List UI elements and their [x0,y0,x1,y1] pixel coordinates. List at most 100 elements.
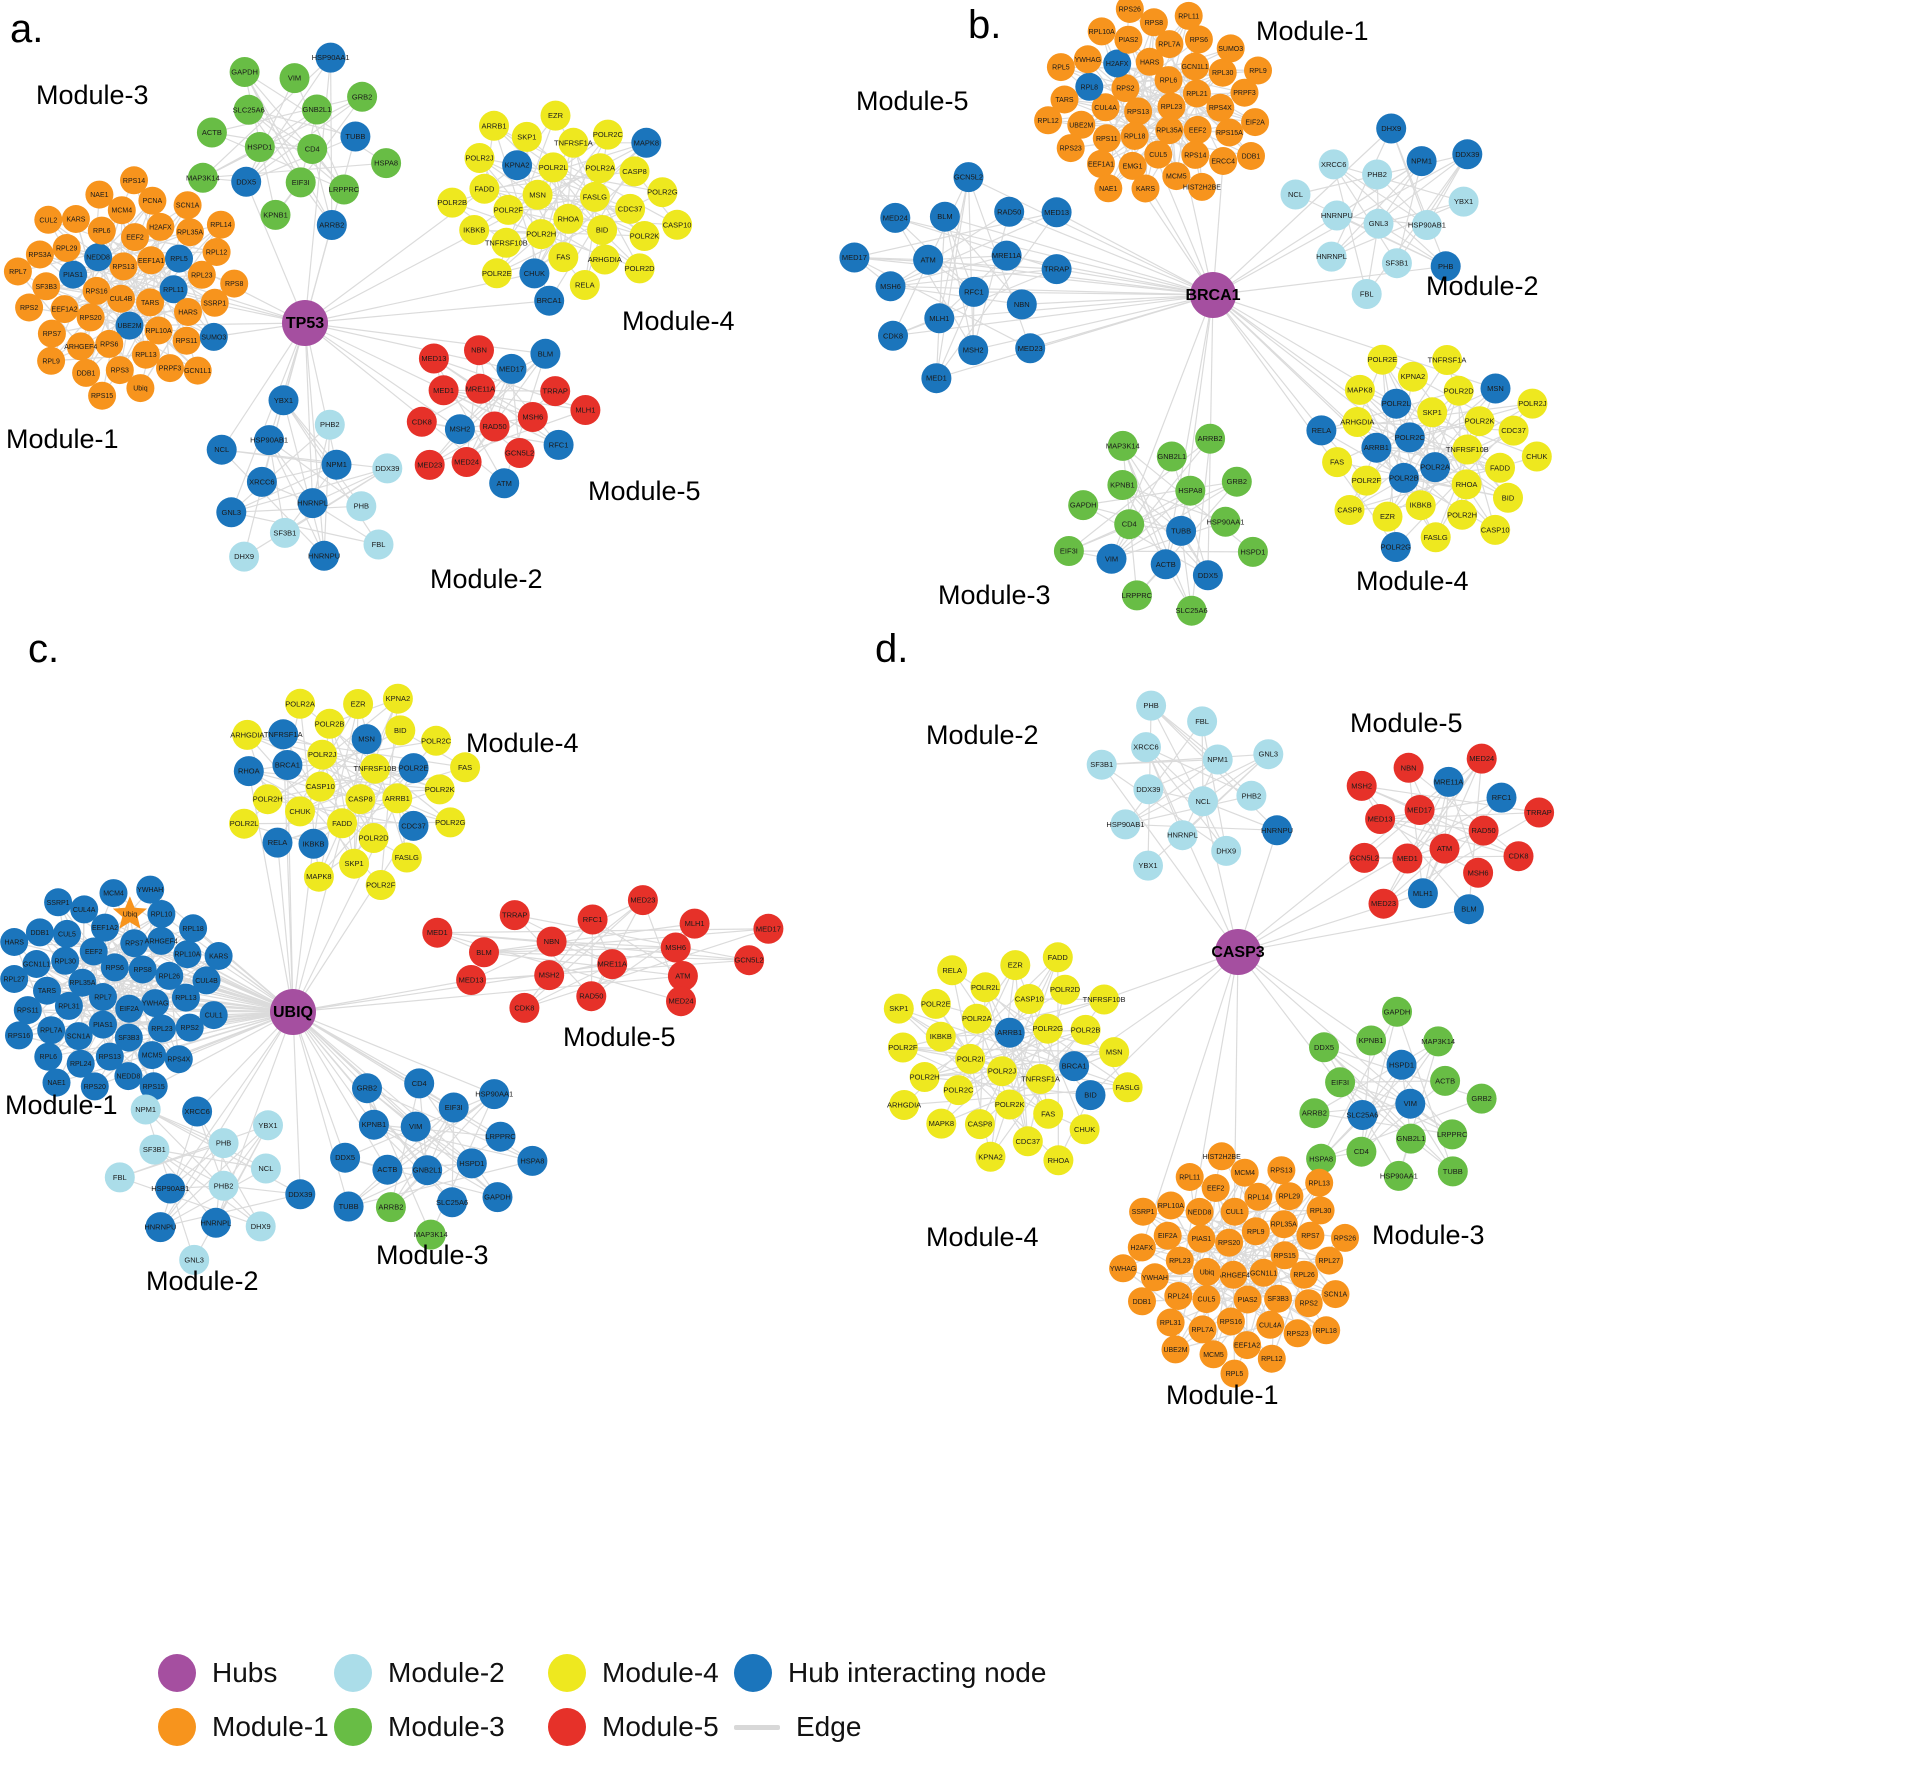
node-tubb[interactable] [333,1191,364,1222]
node-map3k14[interactable] [187,162,218,193]
node-ube2m[interactable] [1067,110,1096,139]
node-ikbkb[interactable] [459,215,490,245]
node-eef2[interactable] [1183,115,1212,144]
node-rps3a[interactable] [25,240,54,269]
node-ikbkb[interactable] [298,828,329,859]
node-polr2c[interactable] [1394,422,1425,453]
node-actb[interactable] [196,117,227,148]
node-skp1[interactable] [1417,397,1448,428]
node-arrb2[interactable] [375,1192,406,1223]
node-polr2h[interactable] [526,219,557,250]
node-rpl30[interactable] [1208,58,1237,87]
node-mcm5[interactable] [1162,162,1191,191]
node-rhoa[interactable] [1451,469,1482,500]
node-prpf3[interactable] [156,354,184,383]
node-med13[interactable] [456,965,487,995]
node-rpl35a[interactable] [68,968,97,997]
node-rfc1[interactable] [577,904,608,935]
node-gapdh[interactable] [1068,490,1099,521]
node-hnrnpu[interactable] [1262,815,1292,846]
node-gcn5l2[interactable] [953,162,984,193]
node-rps15a[interactable] [1215,118,1244,147]
node-rhoa[interactable] [553,203,584,234]
node-msh6[interactable] [517,402,548,432]
node-rpl10a[interactable] [1156,1191,1185,1220]
node-polr2g[interactable] [1380,532,1411,562]
node-bid[interactable] [587,215,618,245]
node-polr2a[interactable] [585,153,616,184]
node-ddx39[interactable] [372,453,403,484]
node-polr2b[interactable] [314,708,345,739]
node-rfc1[interactable] [1486,782,1517,813]
node-rps11[interactable] [1092,124,1121,153]
node-polr2g[interactable] [647,177,678,208]
node-rps8[interactable] [220,269,249,298]
node-polr2j[interactable] [307,739,338,770]
node-chuk[interactable] [1521,441,1552,472]
node-ezr[interactable] [1000,950,1031,981]
node-grb2[interactable] [347,81,378,112]
node-cdk8[interactable] [878,320,908,351]
node-rpl12[interactable] [1257,1344,1286,1373]
node-ddx39[interactable] [1452,139,1483,170]
node-gcn5l2[interactable] [1349,842,1380,873]
node-msh2[interactable] [534,960,565,991]
node-sumo3[interactable] [1216,34,1245,63]
node-vim[interactable] [279,63,310,94]
node-ezr[interactable] [343,689,374,719]
node-trrap[interactable] [499,900,530,931]
node-eef1a2[interactable] [1233,1331,1262,1360]
node-tnfrsf10b[interactable] [491,227,522,258]
node-cul1[interactable] [199,1001,228,1030]
node-med13[interactable] [1041,197,1072,228]
node-rhoa[interactable] [1043,1145,1074,1176]
node-pias1[interactable] [89,1010,117,1039]
node-gnb2l1[interactable] [1156,441,1187,472]
node-gcn5l2[interactable] [734,945,765,976]
node-ubiq-star[interactable] [112,896,147,929]
node-ywhag[interactable] [1073,45,1102,74]
node-hars[interactable] [0,928,29,956]
node-arhgef4[interactable] [66,332,95,361]
node-arrb1[interactable] [994,1017,1025,1048]
node-fadd[interactable] [1042,942,1073,973]
node-med23[interactable] [1015,333,1046,364]
node-cul5[interactable] [53,919,81,948]
node-ncl[interactable] [250,1153,281,1184]
node-ddx5[interactable] [1192,560,1223,591]
node-pcna[interactable] [138,186,167,215]
node-rad50[interactable] [479,411,510,442]
node-slc25a6[interactable] [1176,595,1207,626]
node-rhoa[interactable] [233,756,264,787]
node-mapk8[interactable] [1344,374,1375,405]
node-med23[interactable] [414,449,445,480]
node-polr2e[interactable] [398,753,429,784]
node-vim[interactable] [1395,1088,1426,1119]
node-trrap[interactable] [1524,797,1555,828]
node-phb2[interactable] [208,1170,239,1201]
node-eef2[interactable] [79,937,108,966]
node-rela[interactable] [1306,415,1337,446]
node-h2afx[interactable] [146,212,175,241]
node-polr2l[interactable] [1381,388,1412,419]
node-h2afx[interactable] [1103,49,1132,78]
node-rps2[interactable] [1111,74,1140,103]
hub-node-casp3[interactable] [1215,929,1261,975]
node-rps8[interactable] [128,955,157,984]
node-vim[interactable] [1096,543,1127,574]
node-nbn[interactable] [1006,289,1037,320]
node-atm[interactable] [489,468,520,499]
node-fbl[interactable] [1187,706,1218,737]
node-xrcc6[interactable] [1131,732,1161,763]
node-bid[interactable] [385,715,416,746]
node-gnl3[interactable] [179,1244,210,1275]
node-kars[interactable] [204,942,233,970]
node-rpl14[interactable] [1244,1182,1273,1211]
node-rpl5[interactable] [165,244,193,273]
node-tars[interactable] [136,288,165,317]
node-nedd8[interactable] [1185,1197,1214,1226]
node-dhx9[interactable] [245,1211,276,1242]
node-lrpprc[interactable] [1121,580,1152,611]
node-med17[interactable] [839,242,870,273]
node-ercc4[interactable] [1209,147,1238,175]
